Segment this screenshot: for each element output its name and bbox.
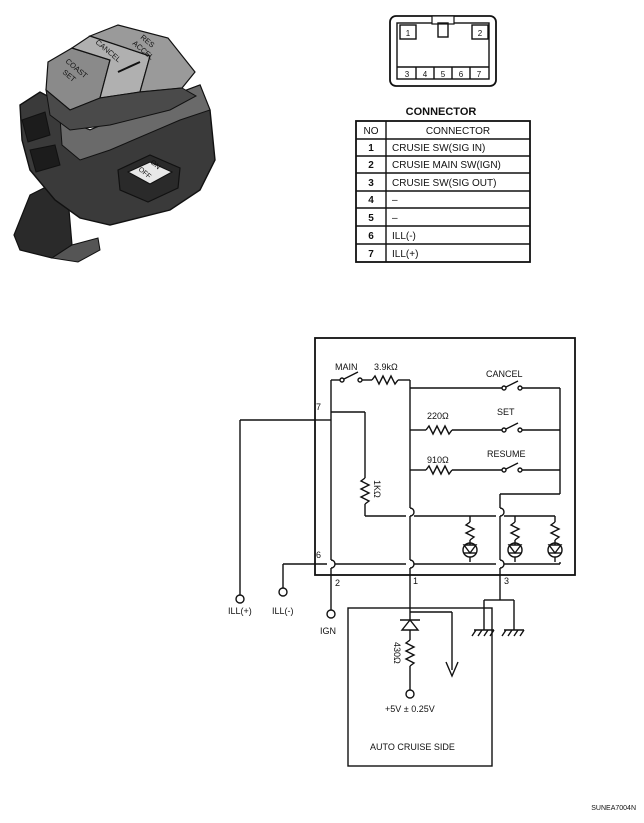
ill-plus-label: ILL(+)	[228, 606, 252, 616]
r-1k-label: 1KΩ	[372, 480, 382, 498]
supply-label: +5V ± 0.25V	[385, 704, 435, 714]
connector-face: 1 2 3 4 5 6 7	[389, 15, 497, 87]
pin-3-label: 3	[405, 70, 410, 79]
pin-1-label: 1	[406, 29, 411, 38]
table-row-name: –	[392, 213, 398, 224]
pin3-label: 3	[504, 576, 509, 586]
res-accel-button	[88, 24, 196, 93]
table-row-no: 7	[368, 249, 374, 260]
r-main-label: 3.9kΩ	[374, 362, 398, 372]
led-3	[547, 516, 563, 562]
set-switch-label: SET	[497, 407, 515, 417]
auto-cruise-side-label: AUTO CRUISE SIDE	[370, 742, 455, 752]
table-row-no: 1	[368, 143, 374, 154]
pin-5-label: 5	[441, 70, 446, 79]
switch-circuit: MAIN 3.9kΩ CANCEL SET 220Ω RESU	[228, 337, 576, 637]
auto-cruise-side-box: 430Ω +5V ± 0.25V AUTO CRUISE SIDE	[347, 575, 493, 767]
table-row-name: CRUSIE MAIN SW(IGN)	[392, 160, 501, 171]
table-row-no: 5	[368, 213, 374, 224]
r-set-label: 220Ω	[427, 411, 449, 421]
main-label: MAIN	[335, 362, 358, 372]
pin-2-label: 2	[478, 29, 483, 38]
connector-title: CONNECTOR	[406, 106, 477, 118]
table-header-no: NO	[364, 126, 379, 137]
pin1-label: 1	[413, 576, 418, 586]
ign-label: IGN	[320, 626, 336, 636]
table-row-name: ILL(+)	[392, 249, 418, 260]
pin2-label: 2	[335, 578, 340, 588]
table-row-name: ILL(-)	[392, 231, 416, 242]
pin-7-label: 7	[477, 70, 482, 79]
switch-box	[314, 337, 576, 576]
table-header-connector: CONNECTOR	[426, 126, 490, 137]
r-430-label: 430Ω	[392, 642, 402, 664]
pin-6-label: 6	[459, 70, 464, 79]
table-row-no: 4	[368, 195, 374, 206]
resume-switch-label: RESUME	[487, 449, 526, 459]
table-row-no: 6	[368, 231, 374, 242]
pin7-label: 7	[316, 402, 321, 412]
cruise-switch-illustration: RES ACCEL CANCEL COAST SET ON OFF	[13, 24, 216, 263]
pin-4-label: 4	[423, 70, 428, 79]
table-row-no: 3	[368, 178, 374, 189]
table-row-name: CRUSIE SW(SIG OUT)	[392, 178, 496, 189]
table-row-no: 2	[368, 160, 374, 171]
pin6-label: 6	[316, 550, 321, 560]
table-row-name: CRUSIE SW(SIG IN)	[392, 143, 485, 154]
table-row-name: –	[392, 195, 398, 206]
led-2	[507, 516, 523, 562]
ill-minus-label: ILL(-)	[272, 606, 294, 616]
cancel-switch-label: CANCEL	[486, 369, 523, 379]
led-1	[462, 516, 478, 562]
connector-table: NO CONNECTOR 1 CRUSIE SW(SIG IN) 2 CRUSI…	[355, 120, 531, 263]
r-resume-label: 910Ω	[427, 455, 449, 465]
figure-code: SUNEA7004N	[591, 805, 636, 812]
